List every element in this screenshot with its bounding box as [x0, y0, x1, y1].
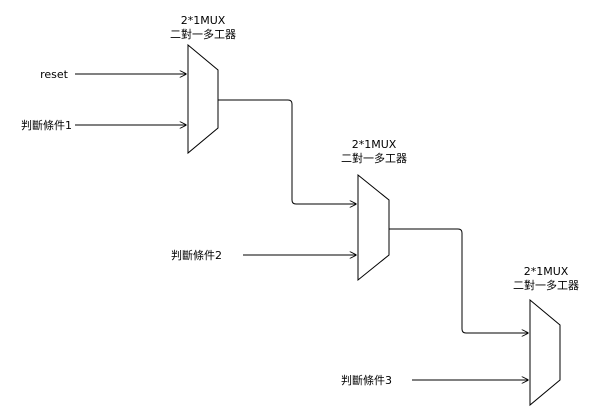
input-cond3-label: 判斷條件3: [341, 373, 392, 387]
mux-2-title: 2*1MUX: [352, 138, 397, 151]
mux-2: 2*1MUX 二對一多工器: [341, 138, 407, 282]
input-cond3: 判斷條件3: [341, 373, 528, 387]
mux-3-shape: [529, 298, 561, 407]
mux-3: 2*1MUX 二對一多工器: [513, 265, 579, 407]
mux-1-title: 2*1MUX: [181, 14, 226, 27]
input-cond2-label: 判斷條件2: [171, 248, 222, 262]
mux-3-subtitle: 二對一多工器: [513, 278, 579, 292]
mux-2-shape: [357, 173, 390, 282]
mux-1-subtitle: 二對一多工器: [170, 27, 236, 41]
mux-1-shape: [187, 43, 219, 155]
input-reset-label: reset: [40, 68, 69, 81]
input-cond1-label: 判斷條件1: [21, 118, 72, 132]
wire-mux2-to-mux3: [389, 228, 528, 333]
input-cond1: 判斷條件1: [21, 118, 186, 132]
wire-mux1-to-mux2: [218, 99, 356, 204]
mux-1: 2*1MUX 二對一多工器: [170, 14, 236, 155]
mux-3-title: 2*1MUX: [524, 265, 569, 278]
mux-2-subtitle: 二對一多工器: [341, 151, 407, 165]
input-reset: reset: [40, 68, 186, 81]
input-cond2: 判斷條件2: [171, 248, 356, 262]
